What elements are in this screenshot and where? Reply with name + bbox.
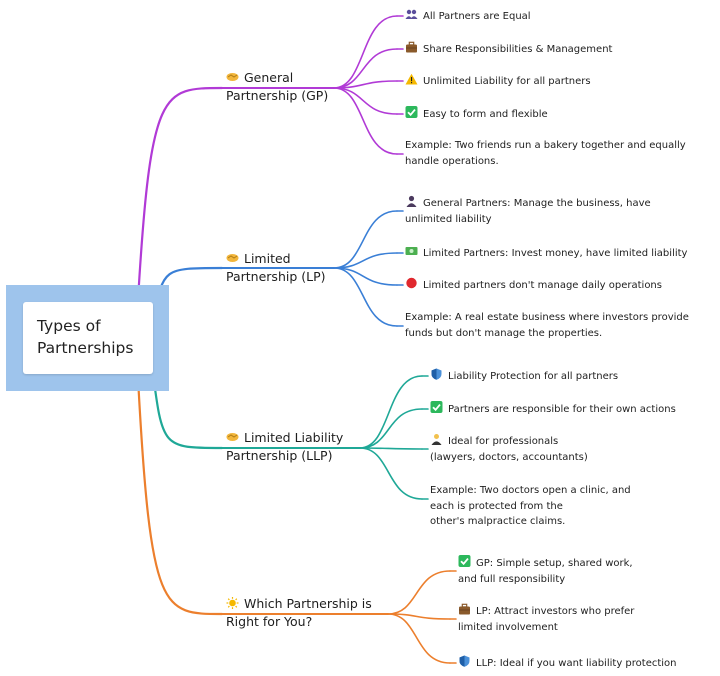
leaf-llp-1[interactable]: Liability Protection for all partners	[430, 368, 618, 385]
item-link-gp-5	[333, 87, 398, 155]
leaf-lp-1[interactable]: General Partners: Manage the business, h…	[405, 195, 651, 227]
item-link-gp-1	[333, 15, 398, 89]
branch-node-gp[interactable]: General Partnership (GP)	[226, 69, 328, 105]
red-circle-icon	[405, 277, 418, 289]
leaf-text-llp-2: Partners are responsible for their own a…	[448, 404, 676, 415]
leaf-text-lp-3: Limited partners don't manage daily oper…	[423, 280, 662, 291]
check-icon	[458, 555, 471, 567]
check-icon	[405, 106, 418, 118]
briefcase-icon	[458, 603, 471, 615]
branch-title-gp: General Partnership (GP)	[226, 70, 329, 103]
item-link-lp-3	[333, 267, 398, 286]
leaf-lp-2[interactable]: Limited Partners: Invest money, have lim…	[405, 245, 687, 262]
branch-title-lp: Limited Partnership (LP)	[226, 251, 326, 284]
item-link-gp-4	[333, 87, 398, 115]
item-link-which-3	[387, 613, 451, 664]
branch-node-llp[interactable]: Limited Liability Partnership (LLP)	[226, 429, 343, 465]
branch-title-which: Which Partnership is Right for You?	[226, 596, 372, 629]
leaf-which-2[interactable]: LP: Attract investors who prefer limited…	[458, 603, 634, 635]
leaf-gp-2[interactable]: Share Responsibilities & Management	[405, 41, 612, 58]
professional-icon	[430, 433, 443, 445]
sun-icon	[226, 597, 239, 609]
leaf-text-gp-5: Example: Two friends run a bakery togeth…	[405, 140, 686, 167]
item-link-which-1	[387, 570, 451, 615]
item-link-lp-1	[333, 210, 398, 269]
leaf-text-gp-3: Unlimited Liability for all partners	[423, 76, 591, 87]
handshake-icon	[226, 252, 239, 264]
leaf-which-3[interactable]: LLP: Ideal if you want liability protect…	[458, 655, 677, 672]
item-link-lp-2	[333, 252, 398, 269]
item-link-llp-2	[359, 408, 423, 449]
item-link-gp-2	[333, 48, 398, 89]
leaf-text-gp-4: Easy to form and flexible	[423, 109, 548, 120]
leaf-text-which-3: LLP: Ideal if you want liability protect…	[476, 658, 677, 669]
briefcase-icon	[405, 41, 418, 53]
leaf-text-llp-3: Ideal for professionals (lawyers, doctor…	[430, 436, 588, 463]
leaf-gp-3[interactable]: Unlimited Liability for all partners	[405, 73, 591, 90]
shield-icon	[458, 655, 471, 667]
leaf-llp-4[interactable]: Example: Two doctors open a clinic, and …	[430, 483, 631, 530]
item-link-llp-3	[359, 447, 423, 450]
money-icon	[405, 245, 418, 257]
item-link-which-2	[387, 613, 451, 620]
leaf-text-which-1: GP: Simple setup, shared work, and full …	[458, 558, 633, 585]
branch-node-lp[interactable]: Limited Partnership (LP)	[226, 250, 326, 286]
leaf-gp-4[interactable]: Easy to form and flexible	[405, 106, 548, 123]
leaf-text-lp-4: Example: A real estate business where in…	[405, 312, 689, 339]
item-link-llp-1	[359, 375, 423, 449]
branch-link-which	[136, 376, 224, 616]
item-link-gp-3	[333, 80, 398, 89]
leaf-gp-1[interactable]: All Partners are Equal	[405, 8, 531, 25]
person-icon	[405, 195, 418, 207]
leaf-text-lp-2: Limited Partners: Invest money, have lim…	[423, 248, 688, 259]
leaf-lp-4[interactable]: Example: A real estate business where in…	[405, 310, 689, 341]
leaf-text-which-2: LP: Attract investors who prefer limited…	[458, 606, 635, 633]
leaf-gp-5[interactable]: Example: Two friends run a bakery togeth…	[405, 138, 686, 169]
leaf-text-llp-4: Example: Two doctors open a clinic, and …	[430, 485, 631, 527]
people-icon	[405, 8, 418, 20]
shield-icon	[430, 368, 443, 380]
leaf-text-gp-1: All Partners are Equal	[423, 11, 531, 22]
leaf-llp-3[interactable]: Ideal for professionals (lawyers, doctor…	[430, 433, 588, 465]
warning-icon	[405, 73, 418, 85]
leaf-llp-2[interactable]: Partners are responsible for their own a…	[430, 401, 676, 418]
root-node[interactable]: Types of Partnerships	[23, 302, 153, 374]
leaf-text-lp-1: General Partners: Manage the business, h…	[405, 198, 651, 225]
item-link-lp-4	[333, 267, 398, 327]
item-link-llp-4	[359, 447, 423, 500]
handshake-icon	[226, 71, 239, 83]
leaf-text-llp-1: Liability Protection for all partners	[448, 371, 619, 382]
branch-node-which[interactable]: Which Partnership is Right for You?	[226, 595, 372, 631]
leaf-which-1[interactable]: GP: Simple setup, shared work, and full …	[458, 555, 633, 587]
leaf-lp-3[interactable]: Limited partners don't manage daily oper…	[405, 277, 662, 294]
check-icon	[430, 401, 443, 413]
leaf-text-gp-2: Share Responsibilities & Management	[423, 44, 613, 55]
branch-link-gp	[136, 86, 224, 302]
root-title: Types of Partnerships	[37, 317, 134, 357]
branch-title-llp: Limited Liability Partnership (LLP)	[226, 430, 344, 463]
handshake-icon	[226, 431, 239, 443]
